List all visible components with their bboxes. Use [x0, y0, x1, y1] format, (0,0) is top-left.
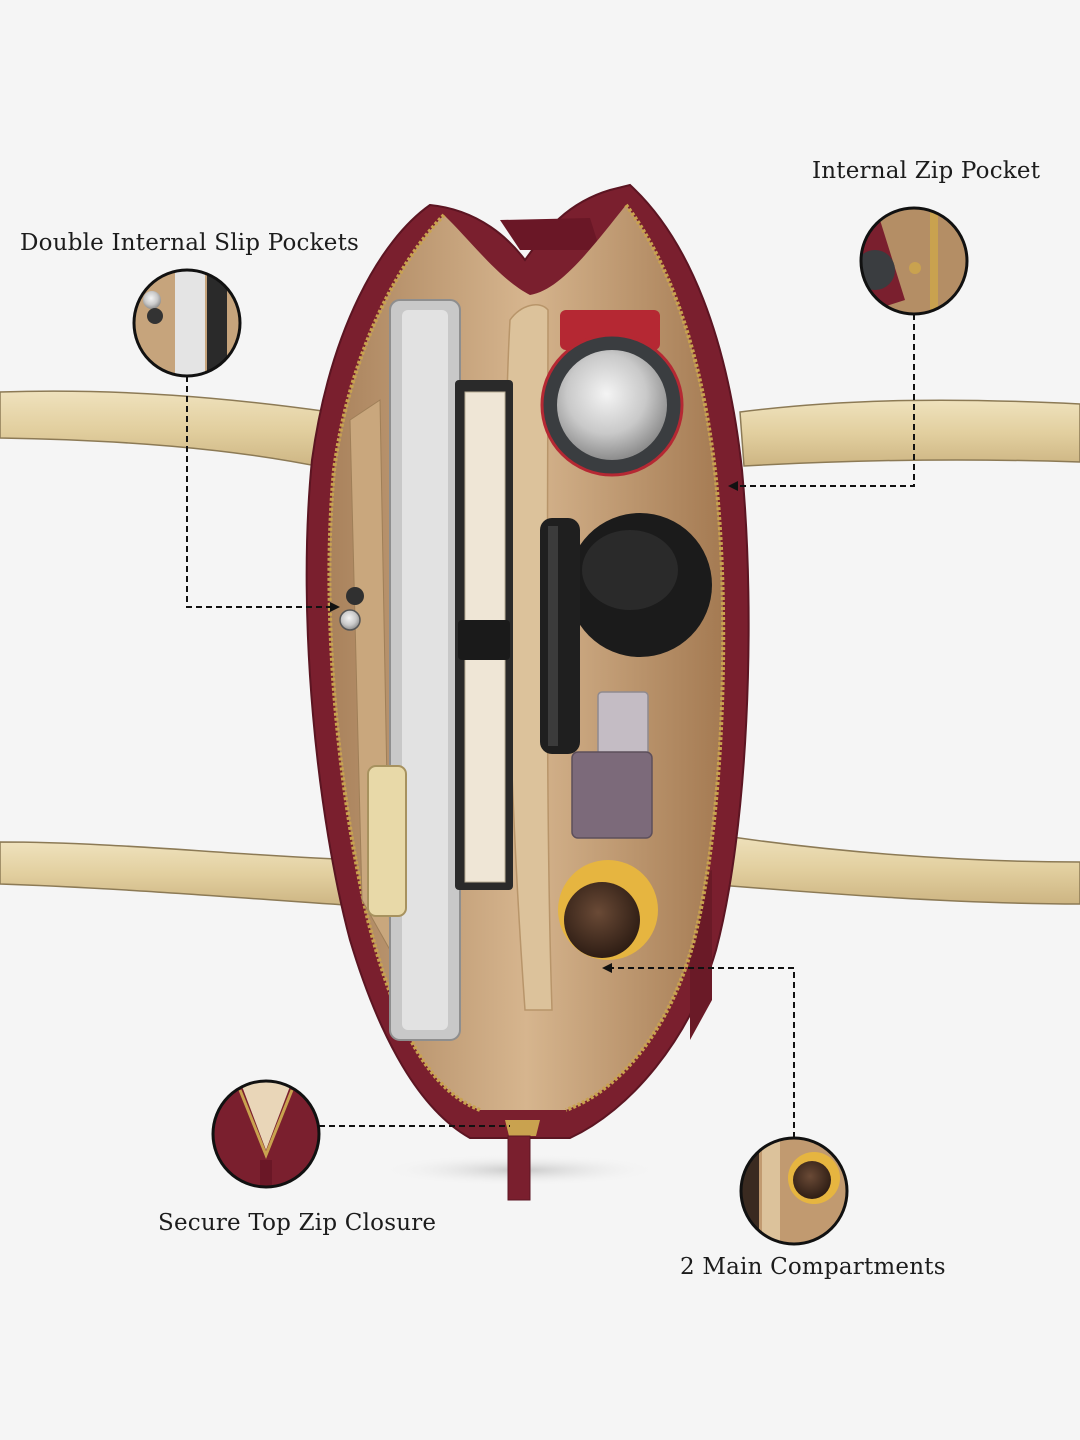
callout-arrowheads	[330, 481, 738, 973]
callout-top-zip-detail	[211, 1079, 321, 1189]
feature-label-slip-pockets: Double Internal Slip Pockets	[20, 230, 360, 256]
right-compartment-items	[540, 310, 712, 960]
bag-lining	[327, 203, 726, 1112]
feature-label-zip-pocket: Internal Zip Pocket	[812, 158, 1041, 184]
feature-label-compartments: 2 Main Compartments	[680, 1254, 946, 1280]
callout-compartments-detail	[739, 1136, 849, 1246]
callout-slip-pockets-detail	[132, 268, 242, 378]
bag-straps	[0, 390, 1080, 907]
left-compartment-items	[339, 299, 513, 1041]
zip-puller	[505, 1120, 540, 1201]
feature-label-top-zip: Secure Top Zip Closure	[158, 1210, 437, 1236]
callout-lines	[186, 314, 915, 1138]
callout-zip-pocket-detail	[859, 206, 969, 316]
